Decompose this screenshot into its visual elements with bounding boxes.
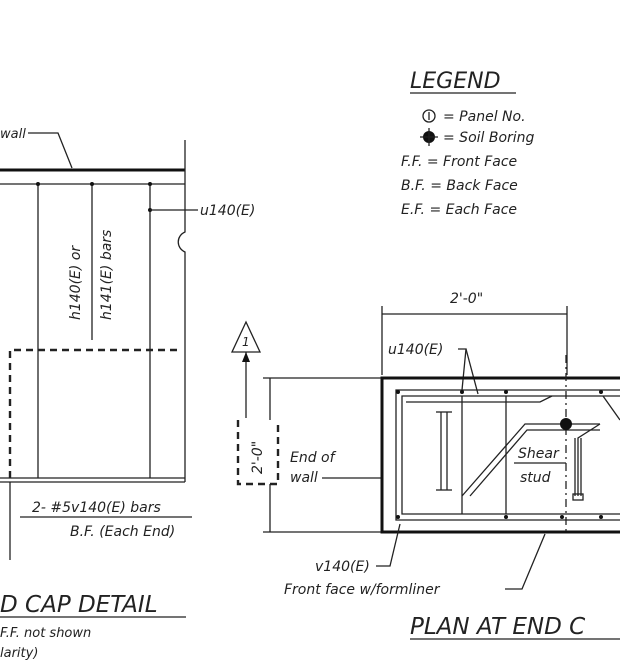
legend: LEGEND = Panel No. = Soil Boring F.F. = … (401, 69, 535, 218)
bars-label: 2- #5v140(E) bars (32, 500, 161, 516)
section-marker-number: 1 (242, 335, 250, 349)
u140-plan-leader-1 (458, 348, 467, 391)
shear-stud-label-2: stud (520, 470, 551, 486)
cap-right-edge (177, 140, 186, 482)
soil-boring-marker (560, 418, 572, 430)
u140-plan-leader-2 (465, 348, 479, 395)
end-cap-note-2: larity) (0, 646, 38, 661)
panel-number-icon (422, 109, 436, 123)
legend-title: LEGEND (410, 69, 501, 94)
legend-front-face: F.F. = Front Face (401, 154, 517, 170)
plan-bent-bar-2 (469, 429, 600, 497)
vertical-bars-label-2: h141(E) bars (99, 230, 115, 320)
depth-label-mask (237, 420, 279, 484)
end-of-wall-label-1: End of (290, 450, 337, 466)
u140-left-label: u140(E) (200, 203, 255, 219)
end-wall-dashed (236, 420, 280, 486)
end-cap-note-1: F.F. not shown (0, 626, 91, 641)
plan-outer-wall (380, 376, 620, 534)
legend-panel-no: = Panel No. (443, 109, 526, 125)
plan-rebar-loop (401, 395, 620, 515)
legend-back-face: B.F. = Back Face (401, 178, 518, 194)
v140-leader (376, 523, 401, 567)
plan-depth-dimension: 2'-0" (250, 441, 266, 474)
plan-title: PLAN AT END C (410, 614, 585, 640)
wall-label: wall (0, 127, 26, 142)
end-cap-detail: wall h140(E) or h141(E) bars u140(E) 2- … (0, 127, 255, 661)
end-cap-detail-title: D CAP DETAIL (0, 592, 158, 618)
plan-inner-wall (395, 389, 620, 521)
v140-label: v140(E) (315, 559, 370, 575)
section-marker: 1 (230, 320, 262, 418)
dashed-outline (8, 348, 182, 478)
plan-u-bar (406, 395, 553, 403)
shear-stud-icon (436, 411, 452, 491)
u140-plan-label: u140(E) (388, 342, 443, 358)
soil-boring-icon (420, 128, 438, 146)
legend-soil-boring: = Soil Boring (443, 130, 535, 146)
plan-leader-right (602, 395, 620, 421)
wall-leader (28, 132, 73, 169)
plan-at-end: 2'-0" u140(E) 1 2'-0" End of wall (230, 291, 620, 640)
vertical-bars-label-1: h140(E) or (68, 245, 84, 320)
front-face-leader (505, 533, 546, 590)
shear-stud-icon-2 (572, 438, 584, 501)
shear-stud-label-1: Shear (518, 446, 560, 462)
plan-bent-bar-1 (461, 423, 600, 497)
front-face-label: Front face w/formliner (284, 582, 441, 598)
end-of-wall-label-2: wall (290, 470, 318, 486)
plan-bent-bar-3 (577, 423, 601, 496)
legend-each-face: E.F. = Each Face (401, 202, 517, 218)
plan-width-dimension: 2'-0" (450, 291, 483, 307)
bf-each-end-label: B.F. (Each End) (70, 524, 175, 540)
